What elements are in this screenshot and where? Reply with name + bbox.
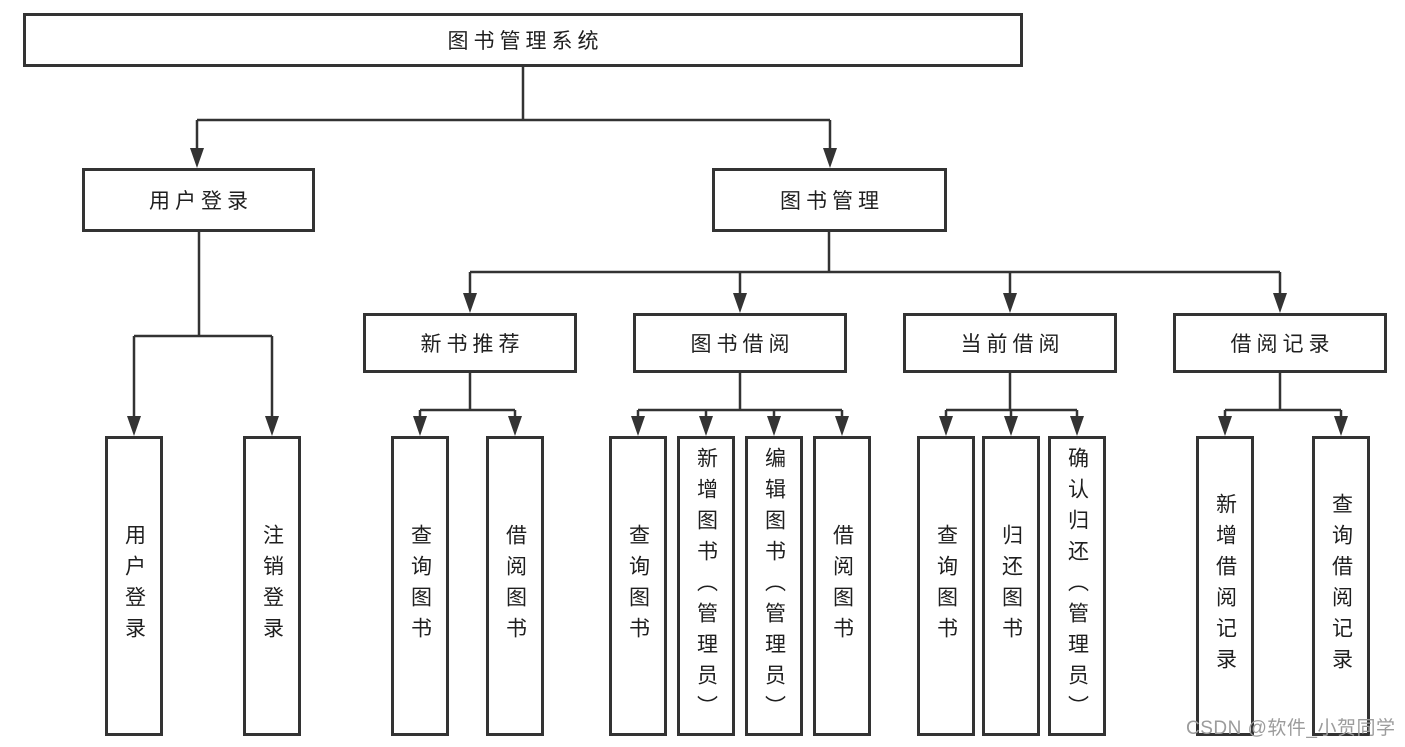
node-label: 借阅图书 — [830, 524, 854, 648]
node-borrowing-records: 借阅记录 — [1173, 313, 1387, 373]
leaf-add-book-admin: 新增图书（管理员） — [677, 436, 735, 736]
node-label: 借阅图书 — [503, 524, 527, 648]
leaf-return-book: 归还图书 — [982, 436, 1040, 736]
node-label: 图书借阅 — [690, 333, 795, 356]
leaf-query-books-current: 查询图书 — [917, 436, 975, 736]
node-label: 新增图书（管理员） — [694, 446, 718, 726]
node-library-management-system: 图书管理系统 — [23, 13, 1023, 67]
node-label: 图书管理 — [780, 190, 884, 213]
node-label: 新书推荐 — [420, 333, 525, 356]
leaf-borrow-books-recommend: 借阅图书 — [486, 436, 544, 736]
node-label: 当前借阅 — [960, 333, 1065, 356]
leaf-logout: 注销登录 — [243, 436, 301, 736]
node-book-borrowing: 图书借阅 — [633, 313, 847, 373]
node-user-login: 用户登录 — [82, 168, 315, 232]
node-label: 图书管理系统 — [447, 30, 604, 53]
node-label: 借阅记录 — [1230, 333, 1335, 356]
node-label: 查询图书 — [934, 524, 958, 648]
leaf-add-borrow-record: 新增借阅记录 — [1196, 436, 1254, 736]
node-label: 确认归还（管理员） — [1065, 446, 1089, 726]
node-book-management: 图书管理 — [712, 168, 947, 232]
leaf-user-login: 用户登录 — [105, 436, 163, 736]
leaf-confirm-return-admin: 确认归还（管理员） — [1048, 436, 1106, 736]
leaf-borrow-books-borrowing: 借阅图书 — [813, 436, 871, 736]
node-new-book-recommend: 新书推荐 — [363, 313, 577, 373]
leaf-query-books-recommend: 查询图书 — [391, 436, 449, 736]
node-label: 注销登录 — [260, 524, 284, 648]
leaf-edit-book-admin: 编辑图书（管理员） — [745, 436, 803, 736]
node-label: 查询图书 — [408, 524, 432, 648]
node-label: 归还图书 — [999, 524, 1023, 648]
node-label: 用户登录 — [122, 524, 146, 648]
node-label: 新增借阅记录 — [1213, 493, 1237, 679]
watermark-text: CSDN @软件_小贺同学 — [1186, 718, 1396, 739]
node-label: 用户登录 — [149, 190, 253, 213]
node-label: 编辑图书（管理员） — [762, 446, 786, 726]
leaf-query-borrow-record: 查询借阅记录 — [1312, 436, 1370, 736]
node-label: 查询图书 — [626, 524, 650, 648]
leaf-query-books-borrowing: 查询图书 — [609, 436, 667, 736]
node-label: 查询借阅记录 — [1329, 493, 1353, 679]
node-current-borrowing: 当前借阅 — [903, 313, 1117, 373]
